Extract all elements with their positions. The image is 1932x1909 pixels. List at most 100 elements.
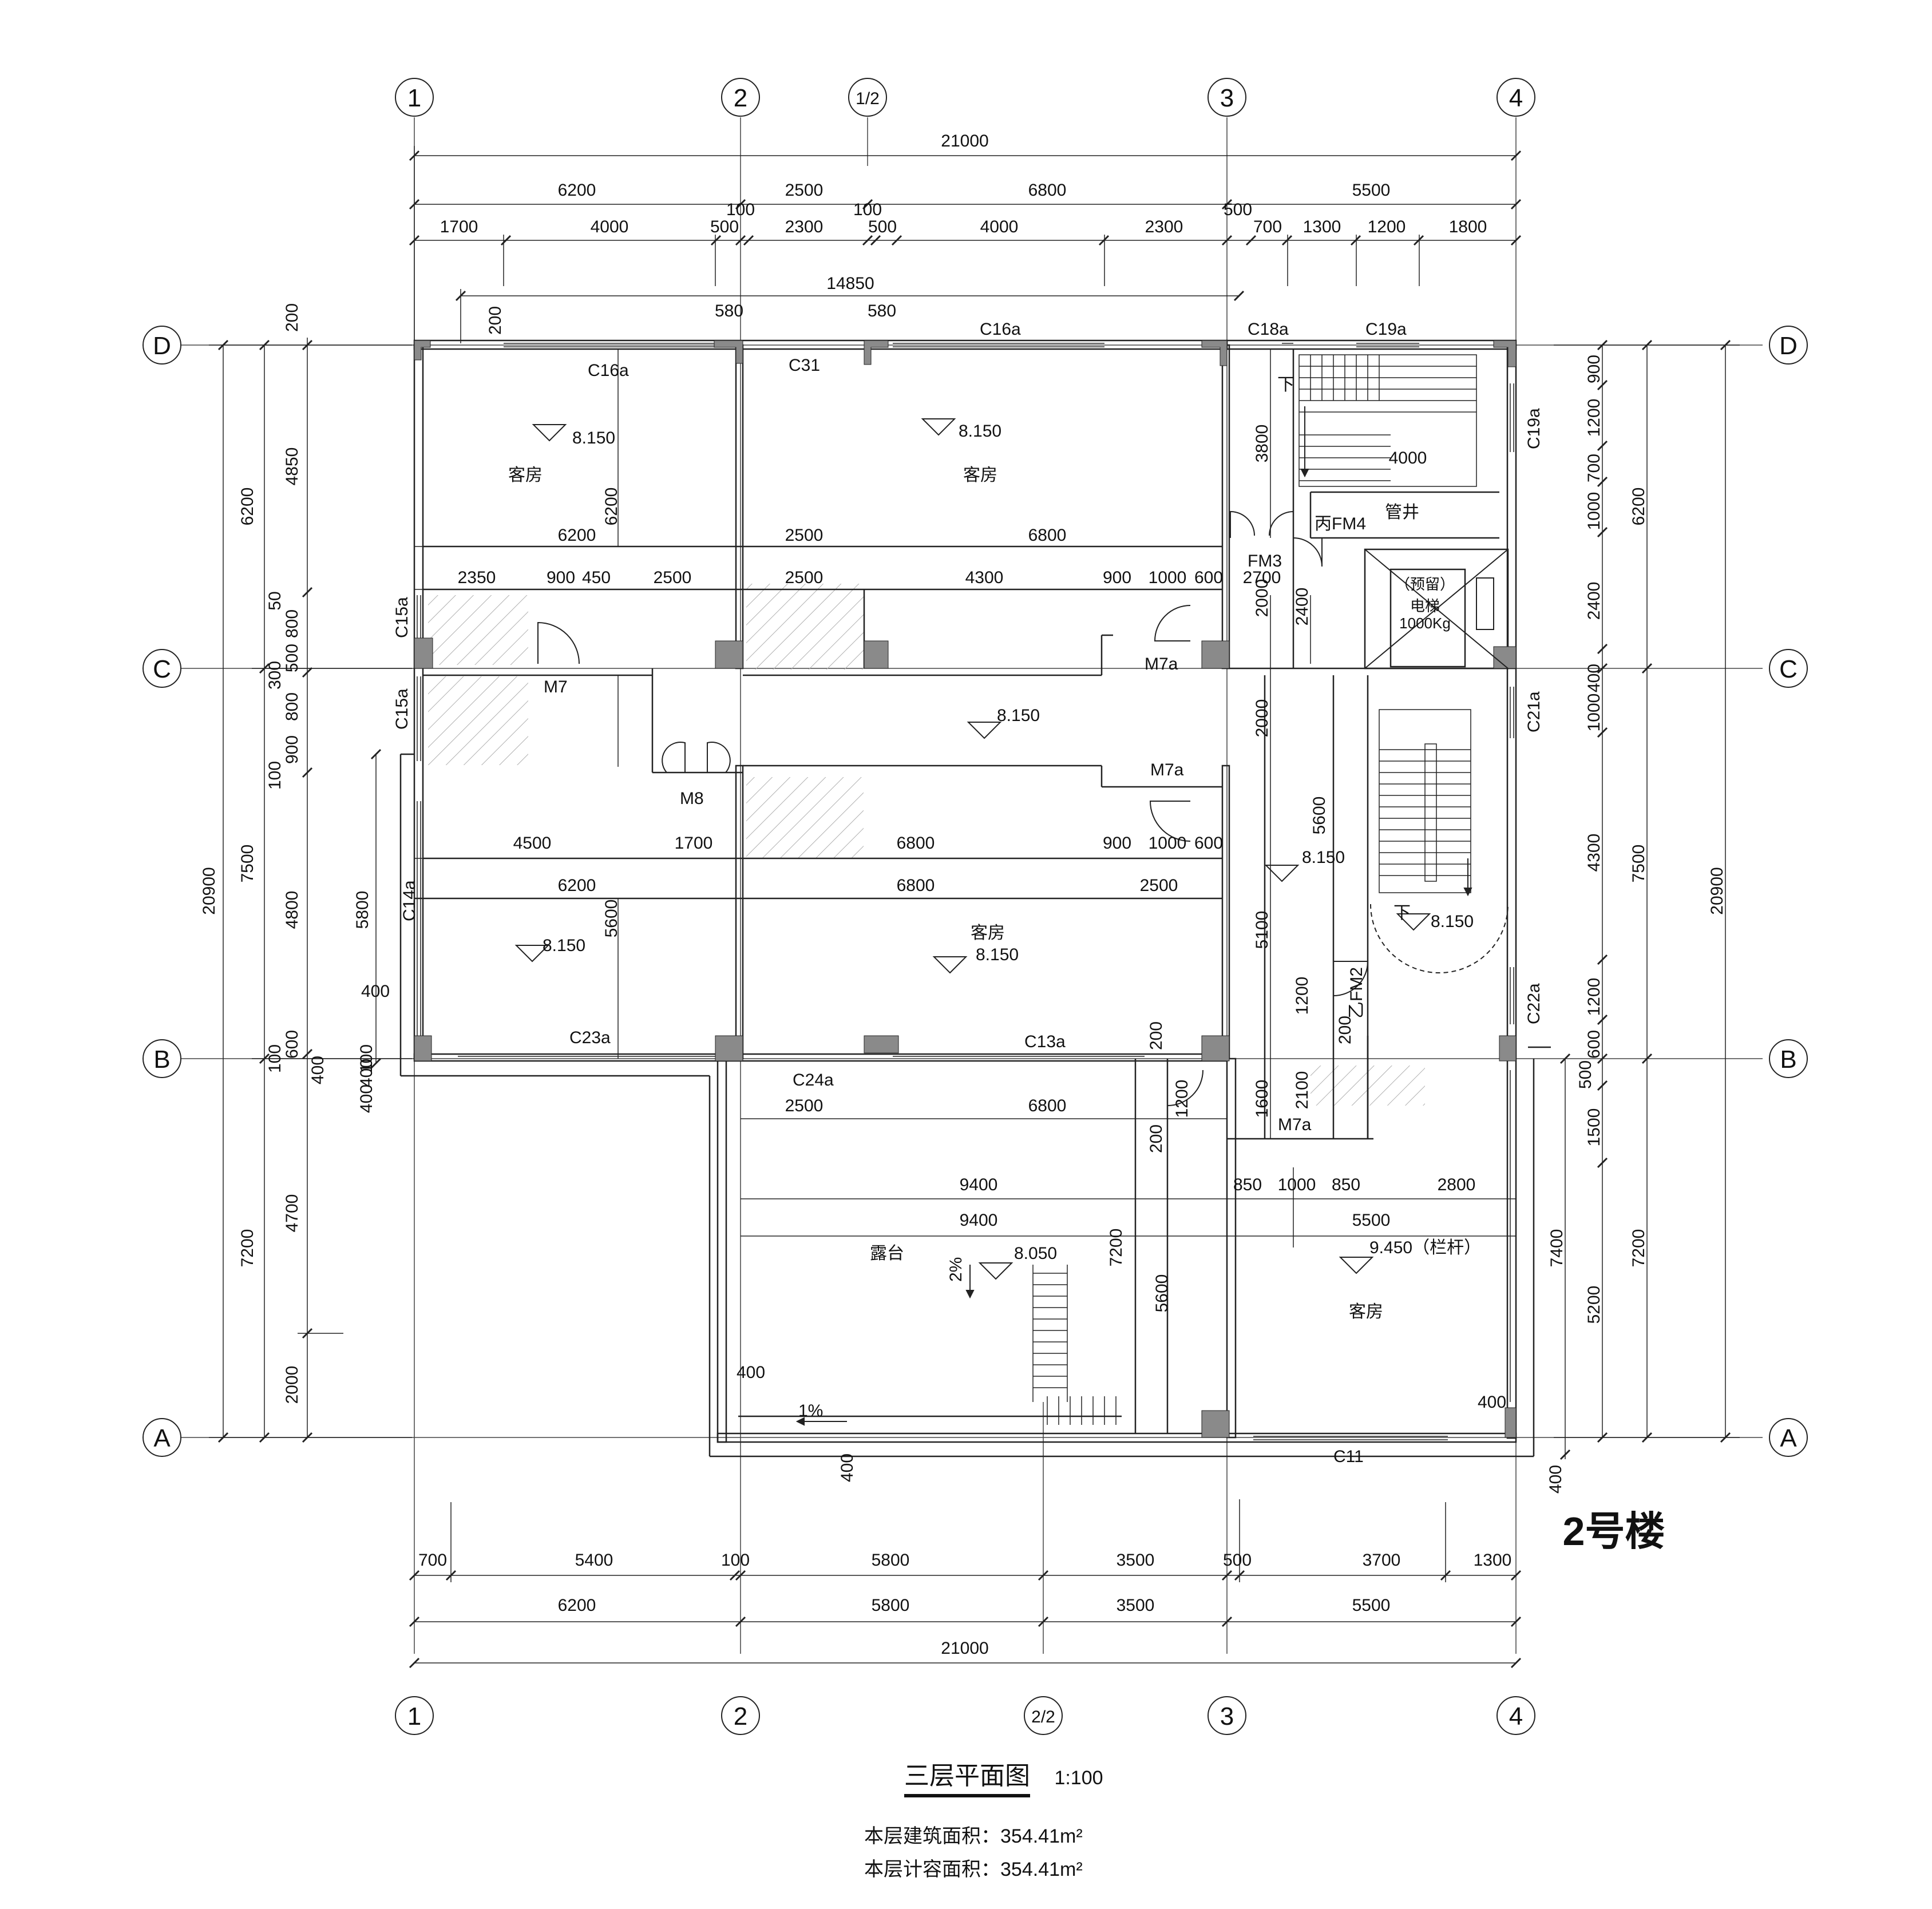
svg-text:700: 700	[418, 1551, 447, 1570]
svg-text:500: 500	[710, 217, 739, 236]
svg-text:D: D	[153, 332, 171, 360]
svg-text:500: 500	[1576, 1060, 1595, 1089]
svg-text:2400: 2400	[1293, 588, 1312, 626]
svg-text:6200: 6200	[558, 1596, 596, 1615]
axis-bubble-bottom-1: 1	[395, 1696, 434, 1735]
door-label: M7a	[1278, 1115, 1312, 1134]
svg-text:6800: 6800	[1028, 181, 1067, 200]
svg-text:4300: 4300	[965, 568, 1004, 587]
door-fm4	[1293, 537, 1323, 567]
axis-bubble-right-A: A	[1769, 1418, 1808, 1457]
window-label: C15a	[393, 597, 411, 638]
axis-bubble-bottom-3: 3	[1208, 1696, 1246, 1735]
interior-dim-lines	[414, 349, 1516, 1433]
svg-text:1000: 1000	[1149, 834, 1187, 853]
svg-text:1200: 1200	[1293, 977, 1312, 1015]
svg-text:5500: 5500	[1352, 1211, 1391, 1230]
svg-text:5500: 5500	[1352, 181, 1391, 200]
svg-text:3500: 3500	[1117, 1596, 1155, 1615]
svg-text:100: 100	[721, 1551, 750, 1570]
svg-text:4850: 4850	[283, 447, 302, 486]
window-label: C11	[1333, 1447, 1364, 1466]
svg-text:1/2: 1/2	[856, 89, 880, 108]
door-m7a-lower	[1167, 1070, 1203, 1107]
svg-text:600: 600	[283, 1030, 302, 1059]
dimension-lines-right	[1554, 339, 1740, 1460]
title-block: 三层平面图 1:100 本层建筑面积：354.41m² 本层计容面积：354.4…	[864, 1762, 1103, 1880]
axis-bubble-left-D: D	[142, 326, 181, 365]
svg-text:500: 500	[1224, 200, 1252, 219]
svg-text:2500: 2500	[1140, 876, 1178, 895]
svg-text:400: 400	[361, 982, 390, 1001]
svg-text:2300: 2300	[1145, 217, 1183, 236]
svg-text:300: 300	[266, 661, 284, 690]
svg-text:1600: 1600	[1253, 1080, 1272, 1118]
svg-text:400: 400	[308, 1056, 327, 1084]
svg-text:4700: 4700	[283, 1194, 302, 1233]
svg-text:2500: 2500	[785, 181, 824, 200]
svg-text:7400: 7400	[1547, 1229, 1566, 1268]
svg-text:9400: 9400	[960, 1175, 998, 1194]
svg-text:1500: 1500	[1585, 1108, 1604, 1147]
svg-text:A: A	[153, 1424, 171, 1452]
svg-text:5800: 5800	[872, 1596, 910, 1615]
room-label: 客房	[971, 924, 1005, 942]
svg-text:500: 500	[283, 644, 302, 672]
level-label: 8.150	[543, 936, 585, 955]
svg-text:A: A	[1780, 1424, 1797, 1452]
svg-text:2000: 2000	[283, 1366, 302, 1404]
svg-text:1000Kg: 1000Kg	[1399, 615, 1451, 632]
window-label: C23a	[569, 1028, 611, 1047]
svg-text:1200: 1200	[1585, 978, 1604, 1016]
level-label: 8.050	[1014, 1244, 1057, 1263]
svg-text:1700: 1700	[675, 834, 713, 853]
stairs	[1032, 354, 1477, 1425]
window-label: C22a	[1525, 983, 1543, 1024]
door-m7a-upper	[1154, 605, 1191, 641]
door-label: 乙FM2	[1347, 967, 1366, 1019]
axis-bubble-bottom-2-2: 2/2	[1024, 1696, 1063, 1735]
axis-bubble-bottom-4: 4	[1496, 1696, 1535, 1735]
svg-text:5600: 5600	[602, 900, 621, 938]
svg-text:4800: 4800	[283, 891, 302, 929]
svg-text:1000: 1000	[1278, 1175, 1316, 1194]
svg-text:2/2: 2/2	[1031, 1708, 1055, 1726]
svg-text:900: 900	[1103, 834, 1131, 853]
room-label: 客房	[1349, 1302, 1383, 1321]
svg-text:电梯: 电梯	[1410, 597, 1440, 615]
columns	[414, 340, 1517, 1438]
building-label: 2号楼	[1563, 1509, 1665, 1554]
svg-text:3: 3	[1220, 1702, 1234, 1730]
svg-text:450: 450	[582, 568, 611, 587]
dimension-text-right: 900 1200 700 1000 2400 400 1000 4300 120…	[1547, 355, 1727, 1324]
axis-bubble-left-B: B	[142, 1039, 181, 1078]
svg-text:1200: 1200	[1173, 1080, 1191, 1118]
room-labels: 客房 客房 客房 客房 露台 管井	[508, 466, 1419, 1321]
svg-text:4: 4	[1509, 1702, 1523, 1730]
svg-text:400: 400	[737, 1363, 765, 1382]
svg-text:600: 600	[1194, 568, 1223, 587]
doors	[537, 510, 1509, 1107]
svg-text:6200: 6200	[1629, 488, 1648, 526]
door-label: FM3	[1248, 552, 1282, 571]
room-label: 露台	[870, 1244, 904, 1263]
window-label: C24a	[793, 1071, 834, 1090]
door-fm2	[1333, 961, 1369, 996]
svg-text:900: 900	[283, 735, 302, 764]
svg-text:6800: 6800	[1028, 526, 1067, 545]
svg-text:20900: 20900	[1708, 867, 1727, 914]
svg-text:7200: 7200	[1629, 1229, 1648, 1268]
level-label: 9.450（栏杆）	[1369, 1238, 1481, 1257]
svg-text:900: 900	[1103, 568, 1131, 587]
elevator-cross	[1364, 549, 1509, 669]
stair-lower-treads	[1379, 743, 1471, 882]
svg-text:1200: 1200	[1585, 399, 1604, 437]
svg-text:900: 900	[1585, 355, 1604, 383]
svg-text:4000: 4000	[1389, 449, 1427, 468]
svg-text:800: 800	[283, 692, 302, 721]
window-label: C16a	[588, 361, 629, 380]
svg-text:400: 400	[838, 1453, 857, 1482]
svg-text:2500: 2500	[785, 526, 824, 545]
svg-text:6200: 6200	[558, 181, 596, 200]
